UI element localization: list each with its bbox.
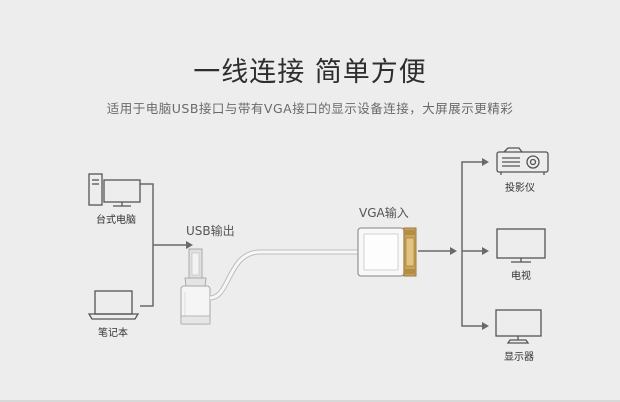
projector-label: 投影仪 (505, 183, 535, 194)
laptop-label: 笔记本 (98, 328, 128, 339)
source-connector-lines (140, 183, 186, 307)
page-title: 一线连接 简单方便 (193, 57, 427, 88)
projector-icon (496, 147, 549, 175)
desktop-label: 台式电脑 (96, 215, 136, 226)
usb-output-label: USB输出 (186, 224, 235, 238)
desktop-computer-icon (88, 173, 141, 207)
page-subtitle: 适用于电脑USB接口与带有VGA接口的显示设备连接，大屏展示更精彩 (106, 101, 514, 116)
usb-plug-icon (180, 248, 211, 325)
vga-input-label: VGA输入 (359, 206, 409, 220)
adapter-arrow-icon (450, 247, 457, 255)
bottom-divider (0, 400, 620, 402)
tv-arrow-icon (482, 247, 489, 255)
projector-arrow-icon (482, 158, 489, 166)
source-arrow-icon (186, 241, 193, 249)
vga-adapter-icon (357, 227, 417, 277)
laptop-icon (87, 290, 140, 320)
monitor-icon (495, 309, 542, 344)
monitor-arrow-icon (482, 322, 489, 330)
monitor-label: 显示器 (504, 352, 534, 363)
usb-cable (209, 249, 360, 301)
tv-label: 电视 (511, 271, 531, 282)
tv-icon (496, 228, 546, 263)
target-connector-lines (418, 161, 482, 327)
